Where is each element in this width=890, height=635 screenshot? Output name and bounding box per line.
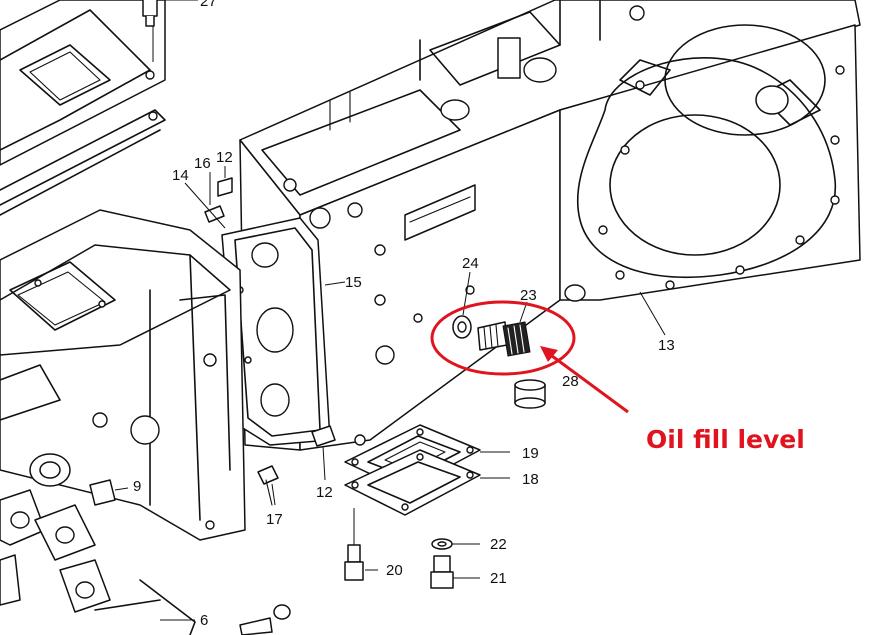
label-19: 19: [522, 445, 539, 462]
label-27: 27: [200, 0, 217, 10]
label-12-top: 12: [216, 149, 233, 166]
label-9: 9: [133, 478, 141, 495]
label-14: 14: [172, 167, 189, 184]
oil-fill-highlight-circle: [430, 300, 576, 376]
label-13: 13: [658, 337, 675, 354]
label-12-bottom: 12: [316, 484, 333, 501]
label-15: 15: [345, 274, 362, 291]
label-6: 6: [200, 612, 208, 629]
label-18: 18: [522, 471, 539, 488]
part-27-stud: [142, 0, 198, 62]
part-23-fill-plug: [477, 301, 531, 357]
label-28: 28: [562, 373, 579, 390]
label-17: 17: [266, 511, 283, 528]
lower-linkage: [0, 489, 291, 635]
callout-arrow: [540, 346, 629, 414]
label-21: 21: [490, 570, 507, 587]
dowels-12-16: [184, 166, 336, 481]
oil-fill-level-callout: Oil fill level: [646, 425, 805, 454]
part-20-bolt: [344, 508, 378, 581]
label-22: 22: [490, 536, 507, 553]
part-18-gasket: [344, 449, 510, 516]
label-23: 23: [520, 287, 537, 304]
label-20: 20: [386, 562, 403, 579]
part-24-washer: [452, 271, 472, 339]
label-16: 16: [194, 155, 211, 172]
part-28-plug: [514, 379, 546, 409]
front-gearbox-housing: [0, 209, 246, 541]
label-24: 24: [462, 255, 479, 272]
top-cover-plate: [0, 0, 166, 216]
part-22-washer: [431, 538, 480, 550]
part-21-plug: [430, 555, 480, 589]
part-17-bolt: [257, 465, 279, 506]
part-13-rear-flange: [559, 5, 861, 336]
